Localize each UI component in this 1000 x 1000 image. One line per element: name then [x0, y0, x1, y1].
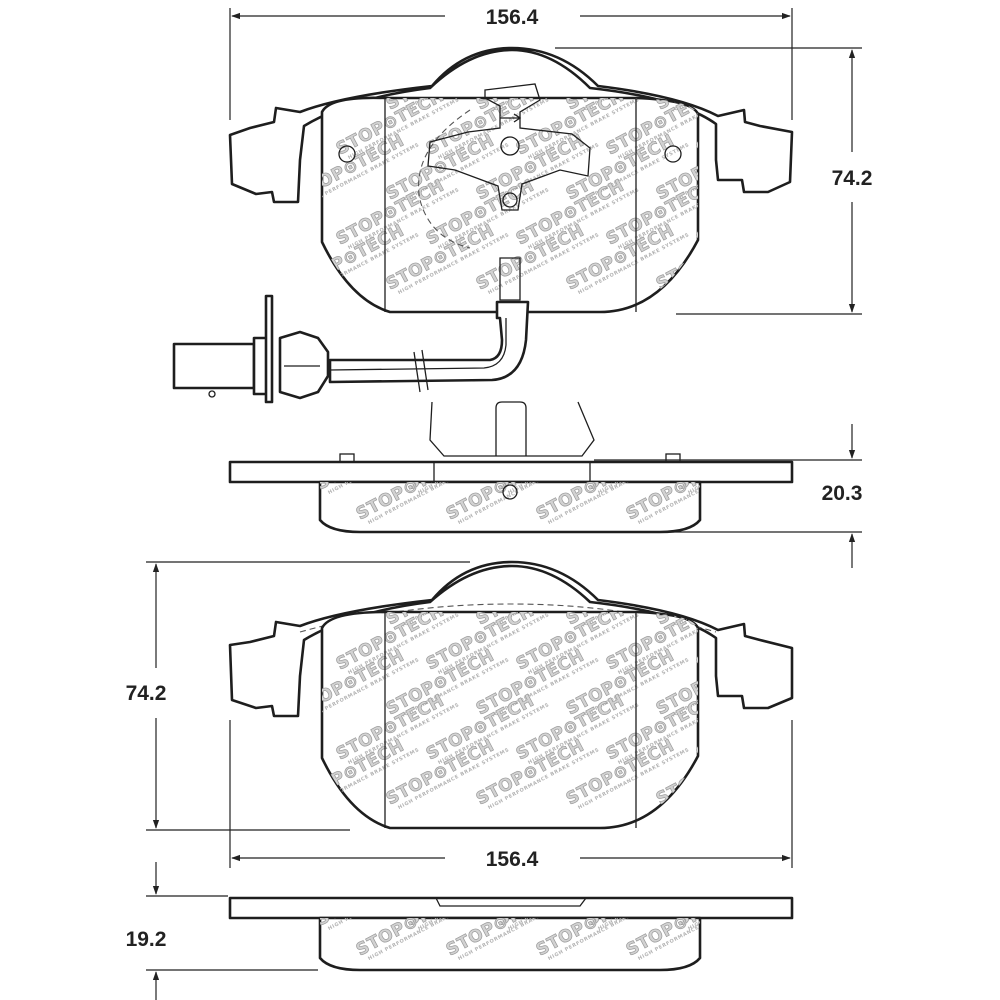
side-spring-clip: [429, 401, 595, 457]
clip-direction-arrow: [500, 113, 522, 123]
bottom-side-recess: [435, 897, 587, 907]
dim-bottom-width-label: 156.4: [486, 848, 539, 871]
watermark-tagline-text: HIGH PERFORMANCE BRAKE SYSTEMS: [707, 702, 820, 766]
sensor-connector: [172, 294, 330, 404]
wire-break-marks: [413, 349, 429, 393]
side-clip-tab: [495, 401, 527, 456]
bottom-side-friction: [318, 916, 702, 972]
sensor-stem: [499, 257, 521, 301]
watermark-tagline-text: HIGH PERFORMANCE BRAKE SYSTEMS: [707, 187, 820, 251]
top-side-backing-plate: [228, 460, 794, 484]
dim-top-thick-label: 20.3: [822, 482, 863, 505]
sensor-wire: [328, 300, 530, 384]
dim-bottom-thick-label: 19.2: [126, 928, 167, 951]
watermark-brand-text: STOP⊙TECH: [653, 41, 768, 115]
bottom-friction-block: [320, 610, 700, 830]
bottom-side-backing-plate: [228, 896, 794, 920]
spring-clip-arc: [418, 109, 471, 249]
side-tab-left: [339, 453, 355, 463]
watermark-brand-text: STOP⊙TECH: [653, 556, 768, 630]
top-hole-right: [664, 145, 682, 163]
dimensions: 156.4 74.2 20.3 74.2 156.4 19.2: [126, 6, 873, 1000]
top-friction-block: [320, 96, 700, 314]
sensor-wire-core: [329, 318, 507, 371]
dim-top-height-label: 74.2: [832, 167, 873, 190]
clip-lower-rivet: [502, 192, 518, 208]
connector-plug: [172, 342, 256, 390]
top-hole-left: [338, 145, 356, 163]
top-backing-plate: [228, 46, 794, 204]
bottom-backing-plate: [228, 560, 794, 718]
dim-top-width-label: 156.4: [486, 6, 539, 29]
connector-hex-nut: [278, 330, 330, 400]
dim-bottom-height-label: 74.2: [126, 682, 167, 705]
connector-pin: [208, 390, 216, 398]
top-side-rivet: [502, 484, 518, 500]
side-tab-right: [665, 453, 681, 463]
clip-center-rivet: [500, 136, 520, 156]
connector-flange: [264, 294, 274, 404]
